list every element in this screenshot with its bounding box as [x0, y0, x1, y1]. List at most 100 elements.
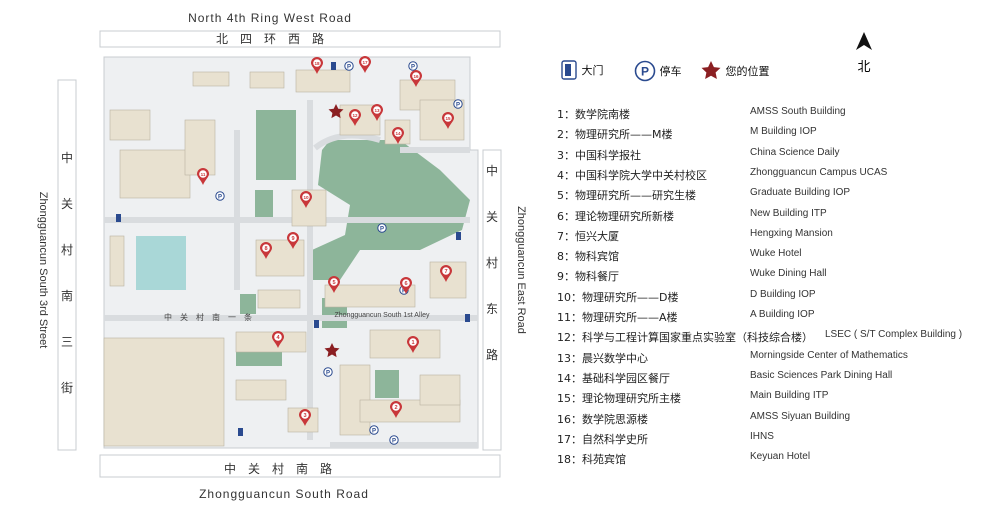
marker-dot [442, 267, 450, 275]
legend-number: 11： [557, 311, 582, 324]
marker-number: 3 [303, 413, 306, 419]
north-road-en-label: North 4th Ring West Road [188, 11, 352, 25]
parking-icon[interactable]: P [344, 61, 354, 71]
south-road-cn-label: 中 关 村 南 路 [224, 461, 332, 476]
parking-icon[interactable]: P [323, 367, 333, 377]
gate-icon[interactable] [116, 214, 121, 222]
legend-number: 13： [557, 351, 582, 365]
green-area [375, 370, 399, 398]
location-marker-5[interactable]: 5 [328, 276, 340, 293]
marker-dot [409, 338, 417, 346]
marker-number: 5 [332, 280, 335, 286]
location-marker-9[interactable]: 9 [287, 232, 299, 249]
gate-icon[interactable] [456, 232, 461, 240]
key-gate: 大门 [560, 60, 604, 84]
location-marker-2[interactable]: 2 [390, 401, 402, 418]
marker-number: 13 [374, 108, 380, 113]
parking-icon[interactable]: P [389, 435, 399, 445]
legend-name-en: IHNS [750, 430, 774, 442]
location-marker-10[interactable]: 10 [300, 191, 312, 208]
gate-icon[interactable] [331, 62, 336, 70]
marker-dot [199, 170, 207, 178]
inner-road-en-label: Zhongguancun South 1st Alley [335, 312, 430, 319]
legend-number: 10： [557, 290, 582, 304]
location-marker-17[interactable]: 17 [359, 56, 371, 73]
legend-number: 6： [557, 209, 575, 223]
location-marker-11[interactable]: 11 [197, 168, 209, 185]
legend-name-en: AMSS South Building [750, 106, 846, 117]
parking-icon[interactable]: P [377, 223, 387, 233]
building [369, 329, 441, 359]
building [257, 289, 301, 309]
location-marker-1[interactable]: 1 [407, 336, 419, 353]
road-char: 村 [486, 256, 498, 270]
parking-symbol: P [326, 370, 330, 376]
legend-name-cn: 物理研究所——研究生楼 [575, 189, 696, 203]
location-marker-4[interactable]: 4 [272, 331, 284, 348]
marker-dot [402, 279, 410, 287]
legend-number: 14： [557, 371, 582, 385]
location-marker-12[interactable]: 12 [349, 109, 361, 126]
location-marker-6[interactable]: 6 [400, 277, 412, 294]
legend-name-en: Main Building ITP [750, 390, 829, 402]
legend-name-en: LSEC ( S/T Complex Building ) [825, 329, 963, 341]
parking-icon[interactable]: P [215, 191, 225, 201]
road-char: 南 [61, 288, 73, 303]
gates [116, 62, 470, 436]
green-area [255, 190, 273, 218]
road-char: 关 [61, 197, 73, 211]
marker-number: 15 [445, 116, 451, 121]
legend-name-cn: 中国科学院大学中关村校区 [575, 168, 707, 182]
marker-dot [444, 114, 452, 122]
gate-icon[interactable] [465, 314, 470, 322]
east-road-en-label: Zhongguancun East Road [515, 206, 527, 334]
legend-name-en: China Science Daily [750, 146, 840, 158]
legend-item: 6：理论物理研究所新楼 New Building ITP [557, 208, 982, 228]
marker-dot [392, 403, 400, 411]
location-marker-15[interactable]: 15 [442, 112, 454, 129]
legend-name-cn: 恒兴大厦 [575, 229, 619, 243]
marker-number: 12 [352, 113, 358, 118]
west-road-en-label: Zhongguancun South 3rd Street [37, 192, 49, 349]
parking-icon[interactable]: P [408, 61, 418, 71]
legend-name-cn: 物科餐厅 [575, 270, 619, 284]
location-marker-7[interactable]: 7 [440, 265, 452, 282]
legend-name-cn: 理论物理研究所新楼 [575, 209, 674, 223]
legend-name-cn: 中国科学报社 [575, 148, 641, 162]
gate-icon[interactable] [238, 428, 243, 436]
marker-number: 16 [413, 74, 419, 79]
marker-dot [313, 59, 321, 67]
internal-roads [104, 100, 478, 448]
location-marker-14[interactable]: 14 [392, 127, 404, 144]
key-parking-label: 停车 [659, 65, 682, 78]
marker-dot [412, 72, 420, 80]
location-marker-18[interactable]: 18 [311, 57, 323, 74]
location-marker-3[interactable]: 3 [299, 409, 311, 426]
legend-name-cn: 物理研究所——M楼 [575, 128, 673, 142]
you-are-here-star [324, 343, 340, 358]
green-area [256, 110, 296, 180]
location-marker-16[interactable]: 16 [410, 70, 422, 87]
parking-icon[interactable]: P [369, 425, 379, 435]
parking-symbol: P [411, 64, 415, 70]
location-marker-8[interactable]: 8 [260, 242, 272, 259]
location-marker-13[interactable]: 13 [371, 104, 383, 121]
legend-name-en: New Building ITP [750, 207, 827, 219]
legend-number: 18： [557, 453, 582, 467]
gate-icon[interactable] [314, 320, 319, 328]
marker-number: 8 [264, 246, 267, 252]
building [192, 71, 230, 87]
road-char: 中 [486, 163, 498, 178]
parking-symbol: P [347, 64, 351, 70]
parking-icon[interactable]: P [453, 99, 463, 109]
legend-name-en: Graduate Building IOP [750, 187, 851, 199]
road-char: 三 [61, 335, 73, 349]
